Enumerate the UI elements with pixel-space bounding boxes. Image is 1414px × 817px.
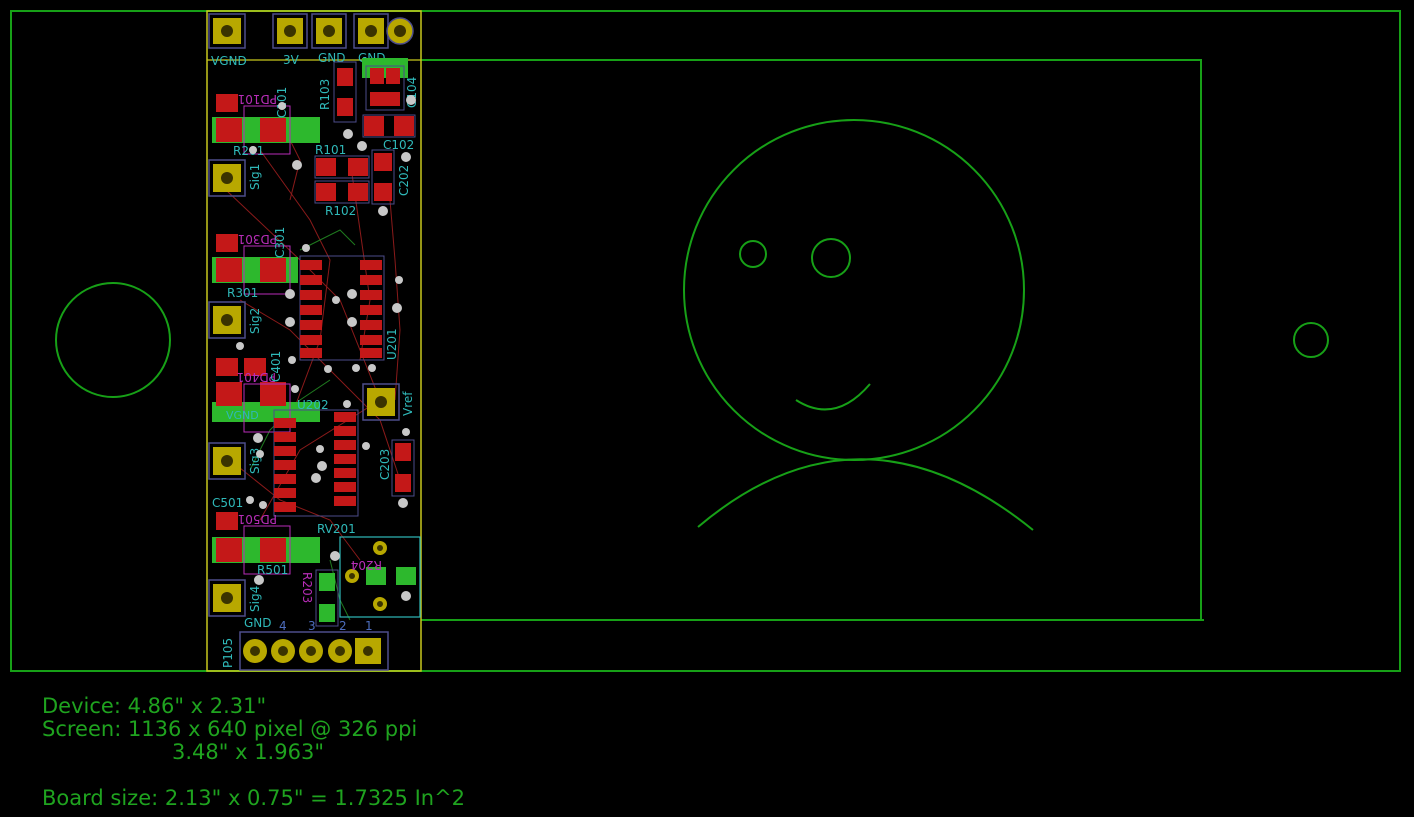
device-dimensions: Device: 4.86" x 2.31" [42,694,267,718]
label-pin-4: 4 [279,619,287,633]
top-connector-gnd-2 [353,13,414,49]
smiley-face-drawing [683,119,1034,531]
label-p105: P105 [221,638,235,668]
spacer [42,764,465,787]
component-pd401 [212,358,320,433]
label-c102: C102 [383,138,414,152]
label-r301: R301 [227,286,258,300]
label-c203: C203 [378,449,392,480]
label-c501: C501 [212,496,243,510]
connector-sig2 [208,301,246,339]
label-c301: C301 [273,227,287,258]
label-pd501: PD501 [238,512,277,526]
screen-size: 3.48" x 1.963" [172,740,324,764]
face-smile [795,383,871,411]
component-r103 [333,61,357,123]
label-vgnd-2: VGND [226,409,259,422]
label-3v: 3V [283,53,300,67]
face-body [697,458,1034,531]
component-c102 [362,114,416,138]
connector-p105 [239,631,389,671]
label-u202: U202 [297,398,329,412]
component-u202 [273,409,359,517]
component-r101-r102 [314,155,370,204]
label-r201: R201 [233,144,264,158]
label-pd101: PD101 [238,92,277,106]
label-gnd: GND [318,51,346,65]
label-c202: C202 [397,165,411,196]
screen-outline [421,59,1204,621]
board-size: Board size: 2.13" x 0.75" = 1.7325 In^2 [42,786,466,810]
label-vgnd: VGND [211,54,247,68]
label-c401: C401 [269,351,283,382]
label-r203: R203 [300,572,314,603]
face-right-eye [811,238,851,278]
component-u201 [299,255,385,361]
label-pin-1: 1 [365,619,373,633]
connector-sig3 [208,442,246,480]
face-head [683,119,1025,461]
label-pd301: PD301 [238,232,277,246]
top-connector-vgnd [208,13,246,49]
label-gnd-pin: GND [244,616,272,630]
label-r501: R501 [257,563,288,577]
component-r301 [212,234,298,295]
home-button-outline [55,282,171,398]
face-left-eye [739,240,767,268]
component-c104 [362,58,408,111]
label-u201: U201 [385,328,399,360]
camera-outline [1293,322,1329,358]
component-r501 [212,512,320,575]
label-r204: R204 [351,558,382,572]
label-rv201: RV201 [317,522,356,536]
label-r103: R103 [318,79,332,110]
vias [236,95,416,601]
label-sig1: Sig1 [248,164,262,190]
label-pd401: PD401 [237,370,276,384]
connector-sig1 [208,159,246,197]
label-pin-2: 2 [339,619,347,633]
component-rv201-pot [339,536,421,618]
component-r201 [212,94,320,155]
component-c203 [391,439,415,497]
label-pin-3: 3 [308,619,316,633]
label-r101: R101 [315,143,346,157]
board-edge [206,10,422,672]
screen-resolution: Screen: 1136 x 640 pixel @ 326 ppi [42,717,418,741]
component-r203 [315,569,339,627]
dimension-notes: Device: 4.86" x 2.31" Screen: 1136 x 640… [42,695,465,810]
top-connector-3v [272,13,308,49]
label-sig2: Sig2 [248,308,262,334]
label-vref: Vref [401,391,415,416]
component-c202 [371,149,395,205]
label-sig4: Sig4 [248,586,262,612]
connector-sig4 [208,579,246,617]
top-connector-gnd [311,13,347,49]
connector-vref [362,383,400,421]
label-r102: R102 [325,204,356,218]
device-outline [10,10,1401,672]
